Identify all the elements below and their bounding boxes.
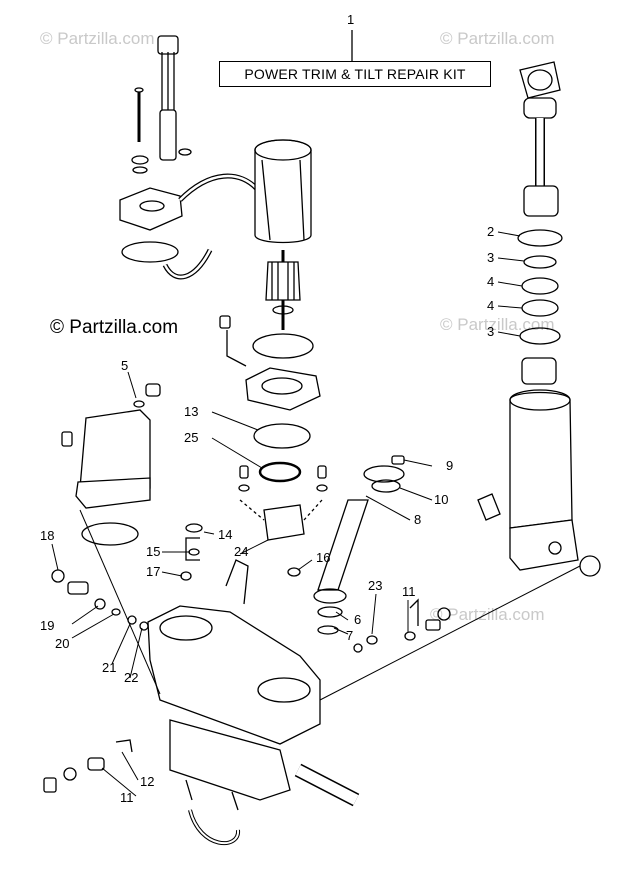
callout-8: 8: [414, 512, 421, 527]
tube-assembly: [313, 455, 405, 635]
callout-2: 2: [487, 224, 494, 239]
callout-15: 15: [146, 544, 160, 559]
callout-17: 17: [146, 564, 160, 579]
callout-14: 14: [218, 527, 232, 542]
callout-24: 24: [234, 544, 248, 559]
callout-4: 4: [487, 274, 494, 289]
watermark-dark: © Partzilla.com: [50, 317, 178, 338]
callout-21: 21: [102, 660, 116, 675]
callout-11: 11: [402, 584, 416, 599]
motor-cap-assembly: [119, 35, 260, 280]
callout-18: 18: [40, 528, 54, 543]
callout-5: 5: [121, 358, 128, 373]
callout-9: 9: [446, 458, 453, 473]
repair-kit-label: POWER TRIM & TILT REPAIR KIT: [219, 61, 491, 87]
callout-19: 19: [40, 618, 54, 633]
watermark: © Partzilla.com: [430, 605, 545, 624]
callout-22: 22: [124, 670, 138, 685]
callout-10: 10: [434, 492, 448, 507]
callouts: 1 2 3 4 4 3 5 13 25 9 10 8 18 14 15 24 1…: [40, 12, 494, 805]
reservoir-housing: [61, 383, 161, 546]
callout-20: 20: [55, 636, 69, 651]
watermark: © Partzilla.com: [440, 315, 555, 334]
watermark: © Partzilla.com: [440, 29, 555, 48]
right-fittings: [353, 598, 451, 653]
armature: [252, 250, 314, 359]
callout-3: 3: [487, 324, 494, 339]
lower-fittings: [43, 739, 133, 793]
leader-lines: [51, 231, 581, 797]
watermark: © Partzilla.com: [40, 29, 155, 48]
callout-6: 6: [354, 612, 361, 627]
left-fittings: [51, 569, 149, 631]
valve-block: [238, 465, 328, 541]
drawing: [43, 30, 601, 845]
end-cap: [219, 315, 321, 483]
watermarks: © Partzilla.com © Partzilla.com © Partzi…: [40, 29, 555, 624]
callout-25: 25: [184, 430, 198, 445]
callout-16: 16: [316, 550, 330, 565]
callout-3: 3: [487, 250, 494, 265]
callout-13: 13: [184, 404, 198, 419]
callout-12: 12: [140, 774, 154, 789]
callout-4: 4: [487, 298, 494, 313]
callout-23: 23: [368, 578, 382, 593]
manifold: [147, 523, 360, 845]
callout-1: 1: [347, 12, 354, 27]
callout-11: 11: [120, 790, 134, 805]
motor-housing: [254, 139, 312, 244]
callout-7: 7: [346, 628, 353, 643]
